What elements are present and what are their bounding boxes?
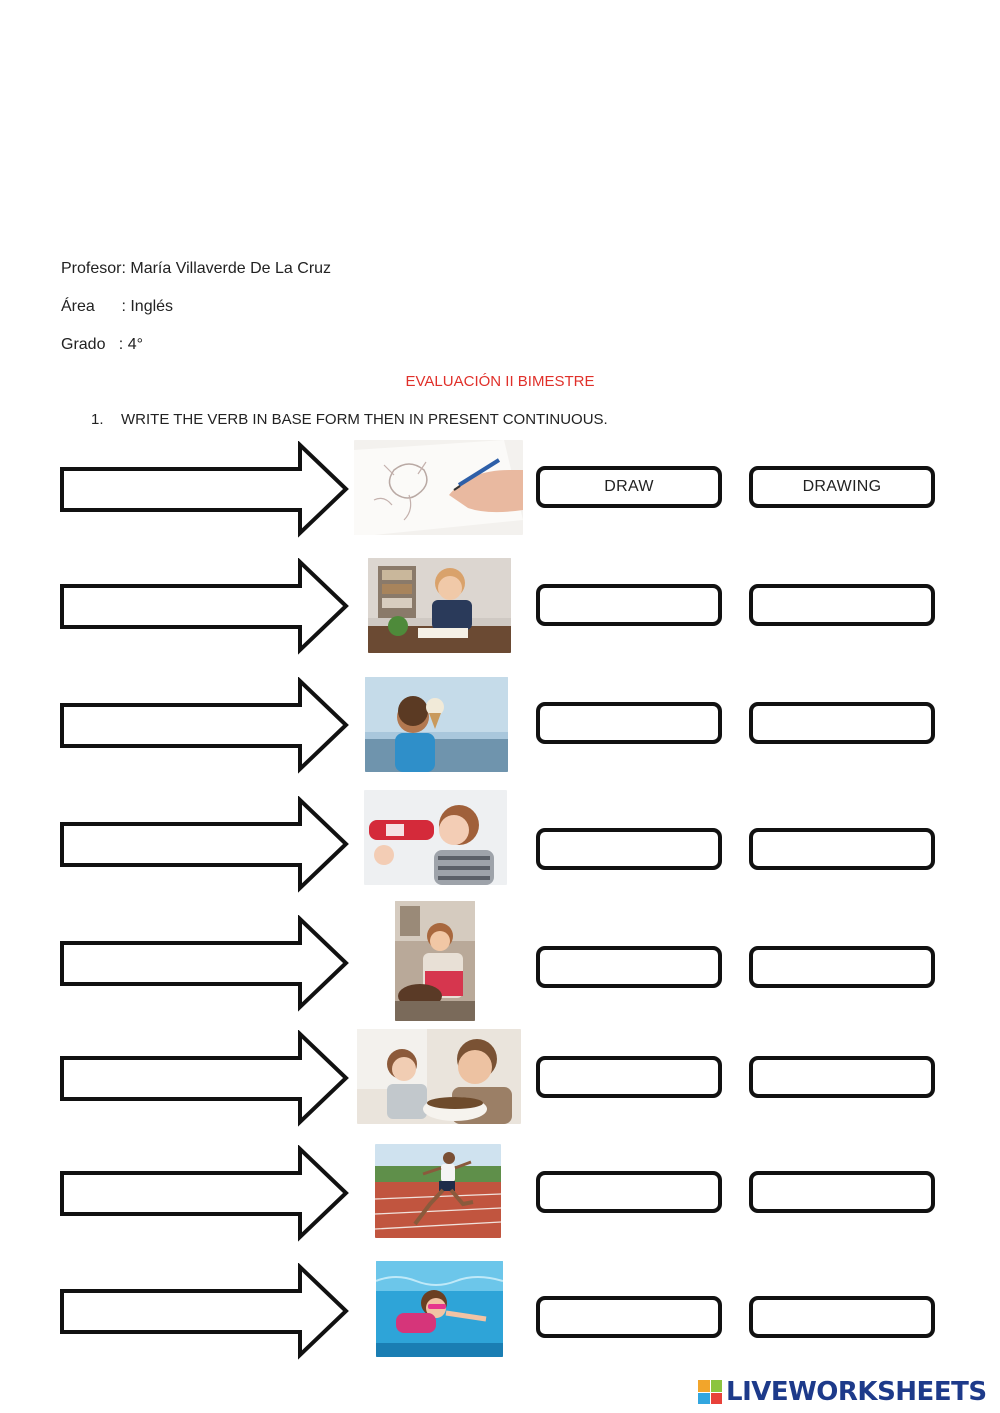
continuous-form-field[interactable] [749, 1056, 935, 1098]
continuous-form-field[interactable] [749, 946, 935, 988]
exercise-row [0, 901, 1000, 1021]
liveworksheets-logo-icon [698, 1380, 722, 1404]
arrow-right-icon [60, 1145, 349, 1242]
cooking-picture [395, 901, 475, 1021]
instruction: 1. WRITE THE VERB IN BASE FORM THEN IN PR… [91, 411, 608, 428]
exercise-row: DRAW DRAWING [0, 440, 1000, 541]
area-line: Área : Inglés [61, 298, 174, 315]
instruction-number: 1. [91, 411, 104, 428]
drawing-picture [354, 440, 523, 535]
arrow-right-icon [60, 441, 349, 538]
base-form-field[interactable] [536, 946, 722, 988]
arrow-right-icon [60, 1263, 349, 1360]
base-form-field[interactable] [536, 1171, 722, 1213]
eating-cereal-picture [357, 1029, 521, 1124]
exercise-row [0, 1029, 1000, 1130]
continuous-form-field[interactable] [749, 1296, 935, 1338]
arrow-right-icon [60, 677, 349, 774]
arrow-right-icon [60, 1030, 349, 1127]
base-form-field[interactable]: DRAW [536, 466, 722, 508]
continuous-form-field[interactable]: DRAWING [749, 466, 935, 508]
eating-ice-cream-picture [365, 677, 508, 772]
grade-line: Grado : 4° [61, 336, 143, 353]
reading-picture [368, 558, 511, 653]
base-form-field[interactable] [536, 828, 722, 870]
swimming-picture [376, 1261, 503, 1357]
brand-name: LIVEWORKSHEETS [726, 1377, 987, 1407]
base-form-field[interactable] [536, 1296, 722, 1338]
continuous-form-field[interactable] [749, 702, 935, 744]
exercise-row [0, 1144, 1000, 1245]
continuous-form-field[interactable] [749, 584, 935, 626]
running-picture [375, 1144, 501, 1238]
arrow-right-icon [60, 796, 349, 893]
page-title: EVALUACIÓN II BIMESTRE [405, 373, 595, 390]
exercise-row [0, 677, 1000, 777]
exercise-row [0, 790, 1000, 896]
arrow-right-icon [60, 915, 349, 1012]
liveworksheets-logo: LIVEWORKSHEETS [698, 1377, 987, 1407]
exercise-row [0, 558, 1000, 658]
instruction-text: WRITE THE VERB IN BASE FORM THEN IN PRES… [121, 411, 608, 428]
arrow-right-icon [60, 558, 349, 655]
continuous-form-field[interactable] [749, 1171, 935, 1213]
base-form-field[interactable] [536, 702, 722, 744]
base-form-field[interactable] [536, 1056, 722, 1098]
exercise-row [0, 1261, 1000, 1363]
teacher-line: Profesor: María Villaverde De La Cruz [61, 260, 332, 277]
drinking-picture [364, 790, 507, 885]
base-form-field[interactable] [536, 584, 722, 626]
continuous-form-field[interactable] [749, 828, 935, 870]
